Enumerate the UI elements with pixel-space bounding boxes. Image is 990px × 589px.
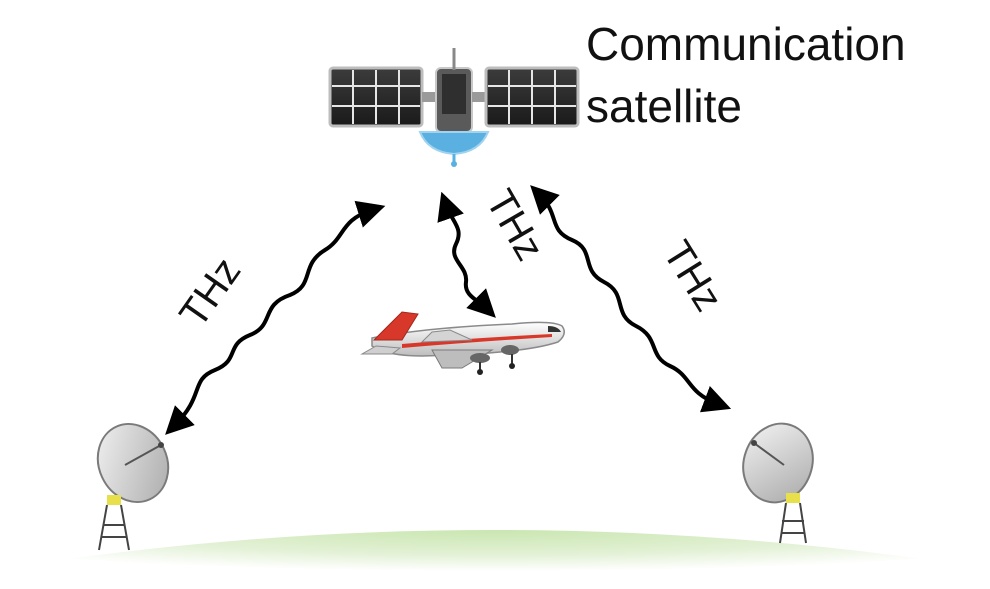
link-left bbox=[165, 200, 386, 435]
link-left-label: THz bbox=[171, 250, 249, 335]
link-right-label: THz bbox=[654, 233, 730, 319]
title-line-2: satellite bbox=[586, 80, 742, 132]
title-line-1: Communication bbox=[586, 18, 906, 70]
satellite-icon bbox=[328, 48, 580, 167]
link-right bbox=[530, 185, 732, 413]
satellite-dish-icon bbox=[742, 422, 814, 544]
satellite-dish-icon bbox=[96, 423, 170, 551]
link-middle bbox=[437, 191, 496, 318]
ground bbox=[60, 530, 930, 589]
airplane-icon bbox=[360, 311, 565, 375]
